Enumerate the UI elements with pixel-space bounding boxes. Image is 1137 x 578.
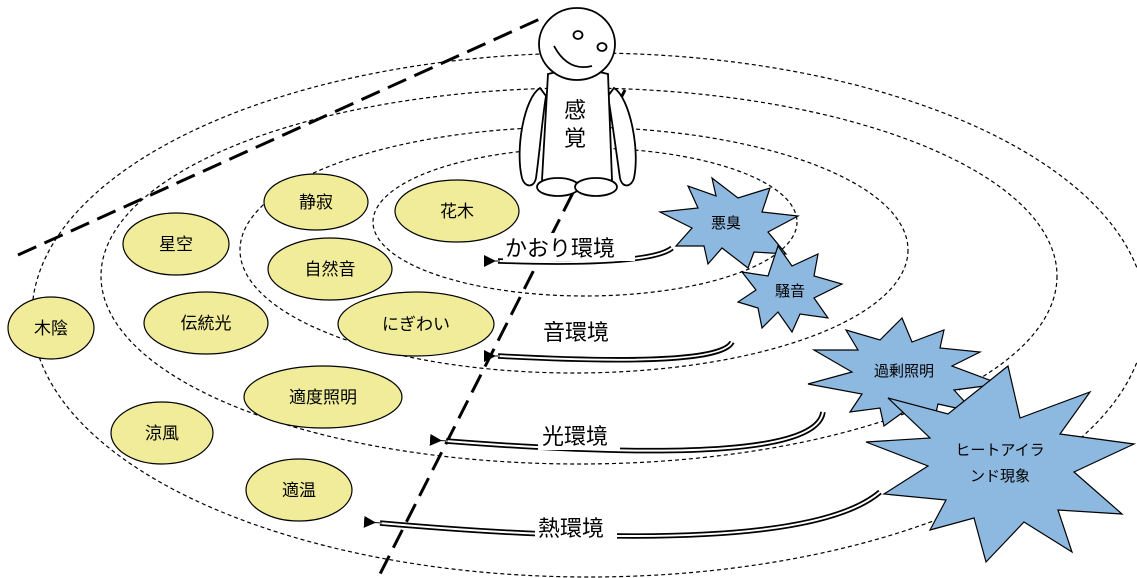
label-heat-environment: 熱環境 [538,517,604,542]
element-hoshizora: 星空 [122,212,230,276]
burst-souon: 騒音 [736,244,844,334]
environment-labels: かおり環境 音環境 光環境 熱環境 [503,233,635,542]
element-nigiwai-label: にぎわい [382,315,450,335]
element-kokage: 木陰 [7,296,95,360]
element-tekidoshoumei-label: 適度照明 [289,388,357,408]
element-hoshizora-label: 星空 [159,235,193,255]
element-tekion-label: 適温 [282,481,316,501]
burst-heat-island-label-line1: ヒートアイラ [955,441,1044,459]
person-label-line1: 感 [564,99,586,124]
burst-souon-label: 騒音 [775,282,805,300]
element-kaboku: 花木 [394,179,520,243]
burst-akushuu-label: 悪臭 [711,214,741,232]
person-left-arm [518,86,547,187]
person-figure [518,7,637,197]
person-smile [553,45,593,68]
negative-elements: 悪臭 騒音 過剰照明 ヒートアイラ ンド現象 [657,176,1137,564]
element-shizenon: 自然音 [267,237,393,301]
boundary-line-diagonal [17,16,543,257]
element-nigiwai: にぎわい [337,291,495,357]
element-seijaku: 静寂 [263,173,369,231]
burst-akushuu: 悪臭 [657,176,800,269]
person-label-line2: 覚 [564,127,586,152]
element-dentoukou: 伝統光 [143,291,269,355]
ring-light [100,87,1058,465]
element-tekidoshoumei: 適度照明 [243,365,403,429]
arrow-sound [484,340,735,363]
element-shizenon-label: 自然音 [305,260,356,280]
arrow-heat [363,489,882,539]
element-dentoukou-label: 伝統光 [181,314,232,334]
person-head [538,7,616,81]
element-kaboku-label: 花木 [440,202,474,222]
element-ryoufuu: 涼風 [110,401,214,465]
ring-aroma [372,147,798,297]
person-left-eye [572,30,584,40]
person-right-eye [596,42,608,52]
element-kokage-label: 木陰 [34,319,68,339]
arrow-light [429,411,826,454]
element-seijaku-label: 静寂 [299,193,333,213]
person-left-foot [536,177,580,197]
positive-elements: 花木 静寂 自然音 にぎわい 星空 伝統光 木陰 適度照明 [7,173,520,522]
element-tekion: 適温 [245,458,353,522]
person-right-foot [574,177,618,197]
burst-heat-island-label-line2: ンド現象 [970,467,1030,485]
label-sound-environment: 音環境 [543,321,609,346]
label-aroma-environment: かおり環境 [505,237,615,262]
burst-heat-island: ヒートアイラ ンド現象 [865,364,1137,564]
label-light-environment: 光環境 [542,425,608,450]
burst-kajoushoumei-label: 過剰照明 [874,362,934,380]
element-ryoufuu-label: 涼風 [145,424,179,444]
person-right-arm [607,86,637,187]
